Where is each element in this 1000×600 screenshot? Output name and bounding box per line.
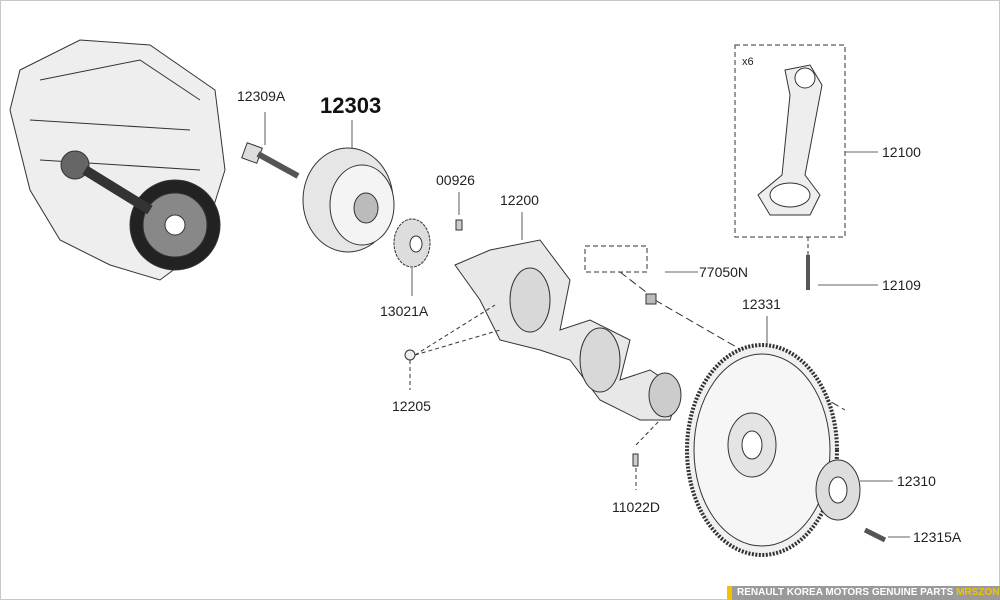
pin-11022D (632, 453, 639, 467)
con-rod-box (734, 44, 846, 238)
part-label-12200[interactable]: 12200 (500, 192, 539, 208)
part-label-12331[interactable]: 12331 (742, 296, 781, 312)
sprocket-13021A (393, 218, 431, 296)
part-label-12315A[interactable]: 12315A (913, 529, 962, 545)
bolt-12315A (863, 527, 887, 543)
plate-12310 (815, 459, 893, 521)
damper-pulley-12303 (302, 120, 395, 253)
part-label-12100[interactable]: 12100 (882, 144, 921, 160)
part-label-13021A[interactable]: 13021A (380, 303, 429, 319)
part-label-12303[interactable]: 12303 (320, 93, 382, 118)
engine-assembly-illustration (9, 39, 226, 281)
part-label-12309A[interactable]: 12309A (237, 88, 286, 104)
flywheel-12331 (685, 316, 839, 557)
bolt-77050N (645, 293, 657, 305)
ball-12205 (404, 349, 416, 361)
footer-text: RENAULT KOREA MOTORS GENUINE PARTS (737, 587, 954, 598)
footer-brand: MRSZONE (956, 587, 1000, 598)
footer-banner: RENAULT KOREA MOTORS GENUINE PARTS MRSZO… (727, 586, 1000, 600)
part-label-12109[interactable]: 12109 (882, 277, 921, 293)
quantity-label: x6 (742, 56, 754, 68)
part-label-77050N[interactable]: 77050N (699, 264, 749, 280)
bolt-12309A (241, 112, 300, 179)
key-00926 (455, 219, 463, 231)
part-label-12310[interactable]: 12310 (897, 473, 936, 489)
crankshaft-12200 (454, 212, 682, 421)
part-label-00926[interactable]: 00926 (436, 172, 475, 188)
part-label-11022D[interactable]: 11022D (612, 499, 661, 515)
connecting-rod-12100 (757, 64, 823, 216)
part-label-12205[interactable]: 12205 (392, 398, 431, 414)
